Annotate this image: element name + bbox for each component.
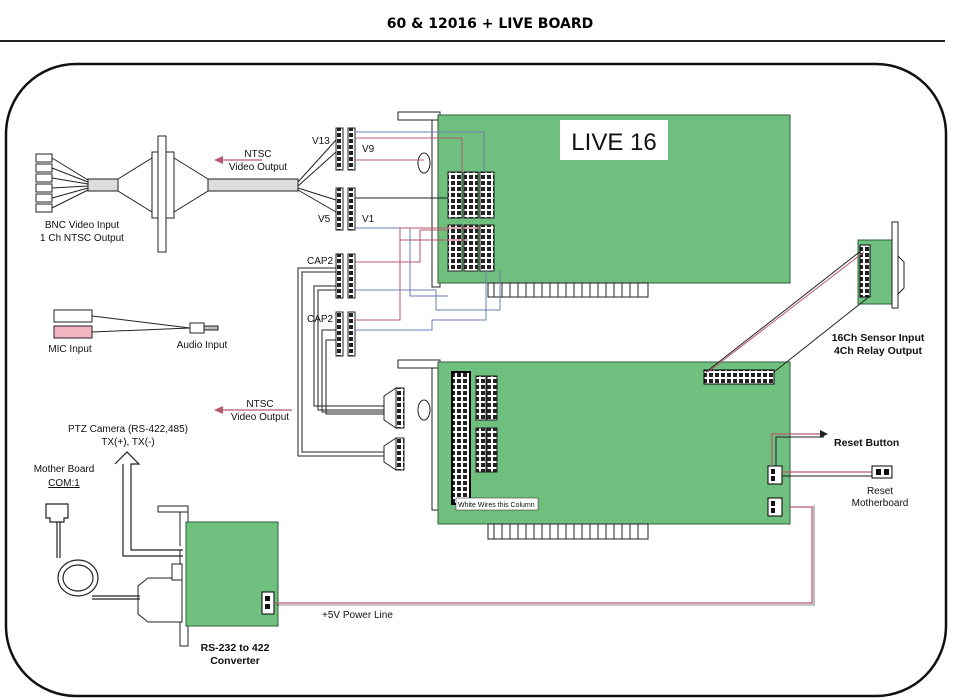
com1-cable	[45, 503, 140, 600]
ptz-label-1: PTZ Camera (RS-422,485)	[68, 424, 188, 435]
rs232-converter	[137, 505, 279, 647]
white-wires-label: White Wires this Column	[458, 502, 535, 509]
live16-label: LIVE 16	[571, 129, 656, 156]
power-line-label: +5V Power Line	[322, 610, 393, 621]
bnc-cable	[35, 135, 299, 253]
capture-board: White Wires this Column	[397, 359, 791, 540]
cap2-bundle	[297, 267, 405, 471]
reset-mb-label-2: Motherboard	[852, 498, 909, 509]
video-headers	[297, 127, 356, 231]
mic-input-label: MIC Input	[48, 344, 92, 355]
v13-label: V13	[312, 136, 330, 147]
ptz-arrow	[114, 451, 183, 557]
ntsc-bottom-label-2: Video Output	[231, 412, 289, 423]
cap2-headers	[335, 253, 356, 357]
converter-label-1: RS-232 to 422	[201, 642, 270, 654]
sensor-ribbon	[705, 249, 871, 373]
video-wires	[355, 131, 501, 331]
bnc-label-2: 1 Ch NTSC Output	[40, 233, 124, 244]
cap2-label-a: CAP2	[307, 256, 334, 267]
reset-button-wire	[771, 433, 824, 466]
v5-label: V5	[318, 214, 331, 225]
audio-input-label: Audio Input	[177, 340, 228, 351]
v1-label: V1	[362, 214, 375, 225]
v9-label: V9	[362, 144, 375, 155]
ntsc-bottom-label-1: NTSC	[246, 399, 273, 410]
ntsc-top-label-2: Video Output	[229, 162, 287, 173]
power-line	[274, 506, 813, 604]
diagram-title: 60 & 12016 + LIVE BOARD	[387, 16, 593, 32]
ptz-label-2: TX(+), TX(-)	[101, 437, 154, 448]
reset-button-label: Reset Button	[834, 437, 899, 449]
converter-label-2: Converter	[210, 655, 260, 667]
ntsc-top-label-1: NTSC	[244, 149, 271, 160]
sensor-label-2: 4Ch Relay Output	[834, 345, 923, 357]
live16-board: LIVE 16	[397, 111, 791, 298]
reset-mb-label-1: Reset	[867, 486, 893, 497]
com1-label: COM:1	[48, 478, 80, 489]
sensor-label-1: 16Ch Sensor Input	[832, 332, 925, 344]
cap2-label-b: CAP2	[307, 314, 334, 325]
sensor-board	[857, 221, 905, 309]
bnc-label-1: BNC Video Input	[45, 220, 120, 231]
audio-cable	[53, 309, 219, 339]
outer-frame	[4, 62, 948, 698]
mother-board-label: Mother Board	[34, 464, 95, 475]
